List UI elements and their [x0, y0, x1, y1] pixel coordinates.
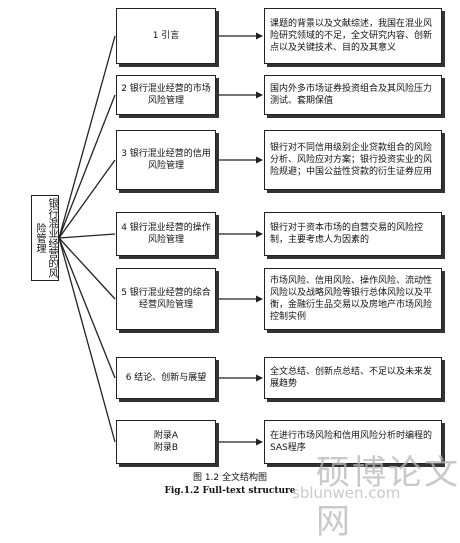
caption-cn: 图 1.2 全文结构图 — [192, 473, 268, 483]
root-to-chapter-line — [58, 237, 116, 300]
root-to-chapter-line — [58, 237, 116, 379]
chapter-label: 3 银行混业经营的信用风险管理 — [121, 149, 211, 171]
chapter-box: 附录A 附录B — [116, 420, 216, 464]
root-to-chapter-line — [58, 35, 116, 239]
chapter-description: 全文总结、创新点总结、不足以及未来发展趋势 — [270, 367, 433, 389]
chapter-description: 市场风险、信用风险、操作风险、流动性风险以及战略风险等银行总体风险以及平衡，金融… — [270, 276, 433, 322]
arrowhead — [256, 295, 263, 303]
chapter-description: 银行对于资本市场的自营交易的风险控制，主要考虑人为因素的 — [270, 223, 424, 245]
chapter-label: 2 银行混业经营的市场风险管理 — [121, 84, 211, 106]
root-topic-box: 银行混业经营的风险管理 — [31, 195, 59, 281]
root-to-chapter-line — [58, 94, 116, 239]
chapter-description-box: 课题的背景以及文献综述，我国在混业风险研究领域的不足，全文研究内容、创新点以及关… — [264, 8, 442, 64]
chapter-label: 4 银行混业经营的操作风险管理 — [121, 223, 211, 245]
root-to-chapter-line — [58, 233, 116, 239]
chapter-label: 附录A 附录B — [153, 431, 179, 453]
chapter-description: 课题的背景以及文献综述，我国在混业风险研究领域的不足，全文研究内容、创新点以及关… — [270, 19, 433, 53]
chapter-description-box: 国内外多市场证券投资组合及其风险压力测试、套期保值 — [264, 75, 442, 115]
chapter-box: 1 引言 — [116, 8, 216, 64]
watermark-url: sblunwen.com — [292, 484, 401, 502]
chapter-label: 6 结论、创新与展望 — [125, 373, 207, 383]
chapter-description-box: 银行对于资本市场的自营交易的风险控制，主要考虑人为因素的 — [264, 212, 442, 256]
chapter-description-box: 银行对不同信用级别企业贷款组合的风险分析、风险应对方案；银行投资实业的风险规避；… — [264, 130, 442, 190]
arrowhead — [256, 230, 263, 238]
chapter-box: 3 银行混业经营的信用风险管理 — [116, 130, 216, 190]
root-to-chapter-line — [58, 237, 116, 443]
chapter-box: 2 银行混业经营的市场风险管理 — [116, 75, 216, 115]
chapter-description-box: 在进行市场风险和信用风险分析时编程的SAS程序 — [264, 420, 442, 464]
chapter-box: 4 银行混业经营的操作风险管理 — [116, 212, 216, 256]
arrowhead — [256, 374, 263, 382]
chapter-description-box: 全文总结、创新点总结、不足以及未来发展趋势 — [264, 357, 442, 399]
chapter-description: 国内外多市场证券投资组合及其风险压力测试、套期保值 — [270, 84, 433, 106]
chapter-label: 1 引言 — [152, 31, 180, 41]
chapter-description: 在进行市场风险和信用风险分析时编程的SAS程序 — [270, 431, 433, 453]
chapter-box: 6 结论、创新与展望 — [116, 357, 216, 399]
chapter-description: 银行对不同信用级别企业贷款组合的风险分析、风险应对方案；银行投资实业的风险规避；… — [270, 143, 433, 177]
root-topic-label: 银行混业经营的风险管理 — [34, 198, 57, 278]
connector-lines — [58, 32, 263, 446]
chapter-box: 5 银行混业经营的综合经营风险管理 — [116, 268, 216, 330]
arrowhead — [256, 91, 263, 99]
arrowhead — [256, 156, 263, 164]
caption-en: Fig.1.2 Full-text structure — [164, 486, 296, 496]
arrowhead — [256, 32, 263, 40]
chapter-description-box: 市场风险、信用风险、操作风险、流动性风险以及战略风险等银行总体风险以及平衡，金融… — [264, 268, 442, 330]
root-to-chapter-line — [58, 159, 116, 239]
arrowhead — [256, 438, 263, 446]
chapter-label: 5 银行混业经营的综合经营风险管理 — [121, 288, 211, 310]
